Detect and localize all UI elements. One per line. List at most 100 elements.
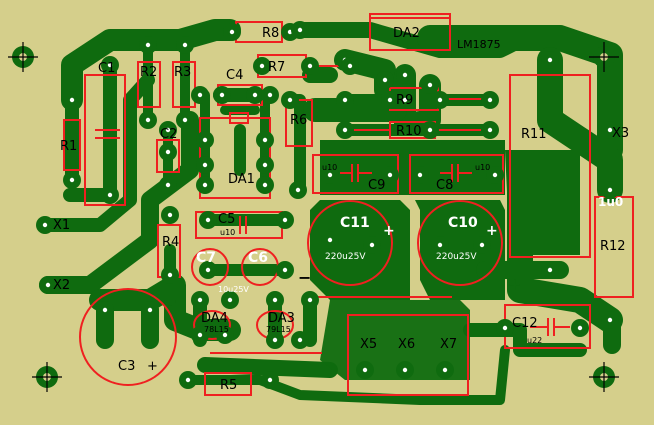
drill-hole (147, 307, 153, 313)
c11-outline (307, 200, 393, 286)
label-x6: X6 (398, 337, 415, 352)
label-r8: R8 (262, 26, 279, 41)
r11-outline (509, 74, 591, 258)
c3-plus-mark: + (147, 359, 158, 374)
drill-hole (307, 297, 313, 303)
minus-mark: − (298, 268, 311, 287)
value-c10: 220u25V (436, 252, 477, 262)
value-c8: u10 (475, 163, 490, 172)
drill-hole (202, 182, 208, 188)
drill-hole (227, 297, 233, 303)
drill-hole (259, 63, 265, 69)
label-r1: R1 (60, 139, 77, 154)
drill-hole (487, 127, 493, 133)
label-x2: X2 (53, 278, 70, 293)
label-c12: C12 (512, 316, 538, 331)
drill-hole (487, 97, 493, 103)
drill-hole (502, 325, 508, 331)
drill-hole (427, 127, 433, 133)
da4-outline (193, 310, 231, 340)
label-c9: C9 (368, 178, 385, 193)
drill-hole (387, 172, 393, 178)
drill-hole (197, 332, 203, 338)
drill-hole (197, 297, 203, 303)
drill-hole (229, 29, 235, 35)
label-c8: C8 (436, 178, 453, 193)
value-c9: u10 (322, 163, 337, 172)
c2-outline (156, 139, 180, 173)
value-da3: 79L15 (266, 325, 291, 334)
drill-hole (387, 97, 393, 103)
drill-hole (347, 63, 353, 69)
drill-hole (165, 127, 171, 133)
drill-hole (167, 212, 173, 218)
drill-hole (382, 77, 388, 83)
c11-plus-mark: + (383, 223, 395, 239)
label-r9: R9 (396, 93, 413, 108)
drill-hole (107, 192, 113, 198)
drill-hole (252, 92, 258, 98)
drill-hole (282, 217, 288, 223)
drill-hole (577, 325, 583, 331)
drill-hole (45, 282, 51, 288)
drill-hole (145, 42, 151, 48)
drill-hole (262, 137, 268, 143)
drill-hole (145, 117, 151, 123)
label-c7: C7 (196, 250, 216, 266)
value-c11: 220u25V (325, 252, 366, 262)
c10-plus-mark: + (486, 223, 498, 239)
drill-hole (219, 92, 225, 98)
silkscreen-layer (63, 13, 634, 396)
value-da4: 78L15 (204, 325, 229, 334)
drill-hole (282, 267, 288, 273)
label-c6: C6 (248, 250, 268, 266)
drill-hole (327, 172, 333, 178)
drill-hole (262, 162, 268, 168)
drill-hole (287, 97, 293, 103)
label-r3: R3 (174, 65, 191, 80)
drill-hole (272, 337, 278, 343)
label-c4: C4 (226, 68, 243, 83)
value-c5: u10 (220, 228, 235, 237)
label-da3: DA3 (268, 311, 295, 326)
mounting-hole-bottom-left (32, 362, 62, 392)
drill-hole (297, 337, 303, 343)
c1-outline (84, 74, 126, 206)
drill-hole (547, 57, 553, 63)
label-r7: R7 (268, 60, 285, 75)
label-r10: R10 (396, 124, 422, 139)
label-r2: R2 (140, 65, 157, 80)
drill-hole (295, 187, 301, 193)
label-x5: X5 (360, 337, 377, 352)
drill-hole (417, 172, 423, 178)
label-r5: R5 (220, 378, 237, 393)
label-c5: C5 (218, 212, 235, 227)
drill-hole (197, 92, 203, 98)
drill-hole (222, 332, 228, 338)
drill-hole (479, 242, 485, 248)
mounting-holes (8, 42, 619, 392)
drill-hole (402, 97, 408, 103)
label-da4: DA4 (201, 311, 228, 326)
label-x7: X7 (440, 337, 457, 352)
drill-hole (205, 267, 211, 273)
da2-outline (369, 13, 451, 51)
label-c10: C10 (448, 215, 478, 231)
mounting-hole-top-left (8, 42, 38, 72)
drill-hole (42, 222, 48, 228)
label-x3: X3 (612, 126, 629, 141)
r3-outline (172, 61, 196, 108)
drill-hole (362, 367, 368, 373)
drill-hole (69, 97, 75, 103)
drill-hole (369, 242, 375, 248)
drill-hole (437, 242, 443, 248)
r5-outline (204, 372, 252, 396)
mounting-hole-top-right (589, 42, 619, 72)
drill-hole (267, 377, 273, 383)
c3-outline (79, 288, 177, 386)
drill-hole (165, 149, 171, 155)
drill-hole (427, 82, 433, 88)
drill-hole (182, 42, 188, 48)
component-labels: R8 DA2 LM1875 R7 C4 C1 R2 R3 R1 C2 R6 R9… (53, 26, 629, 393)
